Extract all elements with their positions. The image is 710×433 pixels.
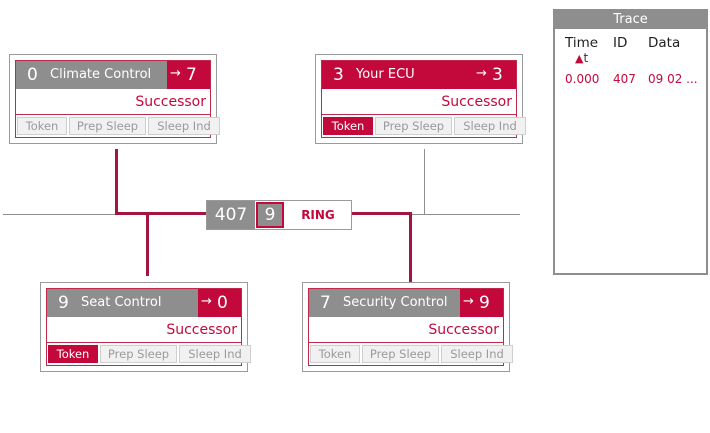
prep-sleep-button[interactable]: Prep Sleep [69,117,146,135]
prep-sleep-button[interactable]: Prep Sleep [100,345,177,363]
successor-box: → 9 [460,289,503,317]
token-button[interactable]: Token [17,117,67,135]
wire-security-drop [409,212,412,282]
node-your-ecu[interactable]: 3 Your ECU → 3 Successor Token Prep Slee… [315,54,526,144]
trace-row-time: 0.000 [565,72,600,86]
bus-line-right [352,214,520,215]
sleep-ind-button[interactable]: Sleep Ind [179,345,251,363]
node-number: 0 [27,65,38,85]
wire-ring-to-security [352,212,412,215]
trace-row-id: 407 [613,72,636,86]
arrow-right-icon: → [476,66,487,81]
message-tabs: Token Prep Sleep Sleep Ind [16,114,220,137]
arrow-right-icon: → [463,294,474,309]
wire-seat-drop [146,212,149,276]
successor-label: Successor [135,94,206,110]
column-header-id[interactable]: ID [613,35,628,51]
sort-indicator: ▲t [575,51,588,65]
node-header: 7 Security Control → 9 [309,289,503,317]
ring-message-id: 407 [207,201,255,229]
node-number: 9 [58,293,69,313]
successor-number: 0 [217,293,228,313]
token-button[interactable]: Token [323,117,373,135]
successor-label: Successor [166,322,237,338]
prep-sleep-button[interactable]: Prep Sleep [375,117,452,135]
successor-number: 7 [186,65,197,85]
node-name: Climate Control [50,67,152,82]
ring-message: 407 9 RING [206,200,352,230]
token-button[interactable]: Token [48,345,98,363]
message-tabs: Token Prep Sleep Sleep Ind [322,114,526,137]
node-header: 0 Climate Control → 7 [16,61,210,89]
trace-title: Trace [555,11,706,29]
node-number: 3 [333,65,344,85]
trace-row-data: 09 02 ... [648,72,698,86]
node-name: Security Control [343,295,448,310]
sleep-ind-button[interactable]: Sleep Ind [454,117,526,135]
arrow-right-icon: → [201,294,212,309]
successor-box: → 7 [167,61,210,89]
bus-line-ecu-drop [424,149,425,215]
node-climate-control[interactable]: 0 Climate Control → 7 Successor Token Pr… [9,54,220,144]
successor-box: → 3 [473,61,516,89]
sleep-ind-button[interactable]: Sleep Ind [148,117,220,135]
node-name: Seat Control [81,295,162,310]
node-security-control[interactable]: 7 Security Control → 9 Successor Token P… [302,282,513,372]
successor-number: 3 [492,65,503,85]
wire-climate-down [115,149,118,214]
sleep-ind-button[interactable]: Sleep Ind [441,345,513,363]
node-name: Your ECU [356,67,415,82]
sort-indicator-label: t [583,51,589,65]
trace-panel: Trace Time ID Data ▲t 0.000 407 09 02 ..… [553,9,708,275]
message-tabs: Token Prep Sleep Sleep Ind [47,342,251,365]
successor-label: Successor [441,94,512,110]
column-header-time[interactable]: Time [565,35,599,51]
successor-box: → 0 [198,289,241,317]
ring-message-type: RING [301,208,335,222]
arrow-right-icon: → [170,66,181,81]
prep-sleep-button[interactable]: Prep Sleep [362,345,439,363]
token-button[interactable]: Token [310,345,360,363]
node-number: 7 [320,293,331,313]
bus-line-left [3,214,206,215]
successor-number: 9 [479,293,490,313]
wire-climate-to-ring [115,212,206,215]
node-header: 9 Seat Control → 0 [47,289,241,317]
sort-ascending-icon: ▲ [575,52,584,65]
ring-message-data: 9 [256,202,284,228]
message-tabs: Token Prep Sleep Sleep Ind [309,342,513,365]
node-seat-control[interactable]: 9 Seat Control → 0 Successor Token Prep … [40,282,251,372]
node-header: 3 Your ECU → 3 [322,61,516,89]
column-header-data[interactable]: Data [648,35,681,51]
successor-label: Successor [428,322,499,338]
